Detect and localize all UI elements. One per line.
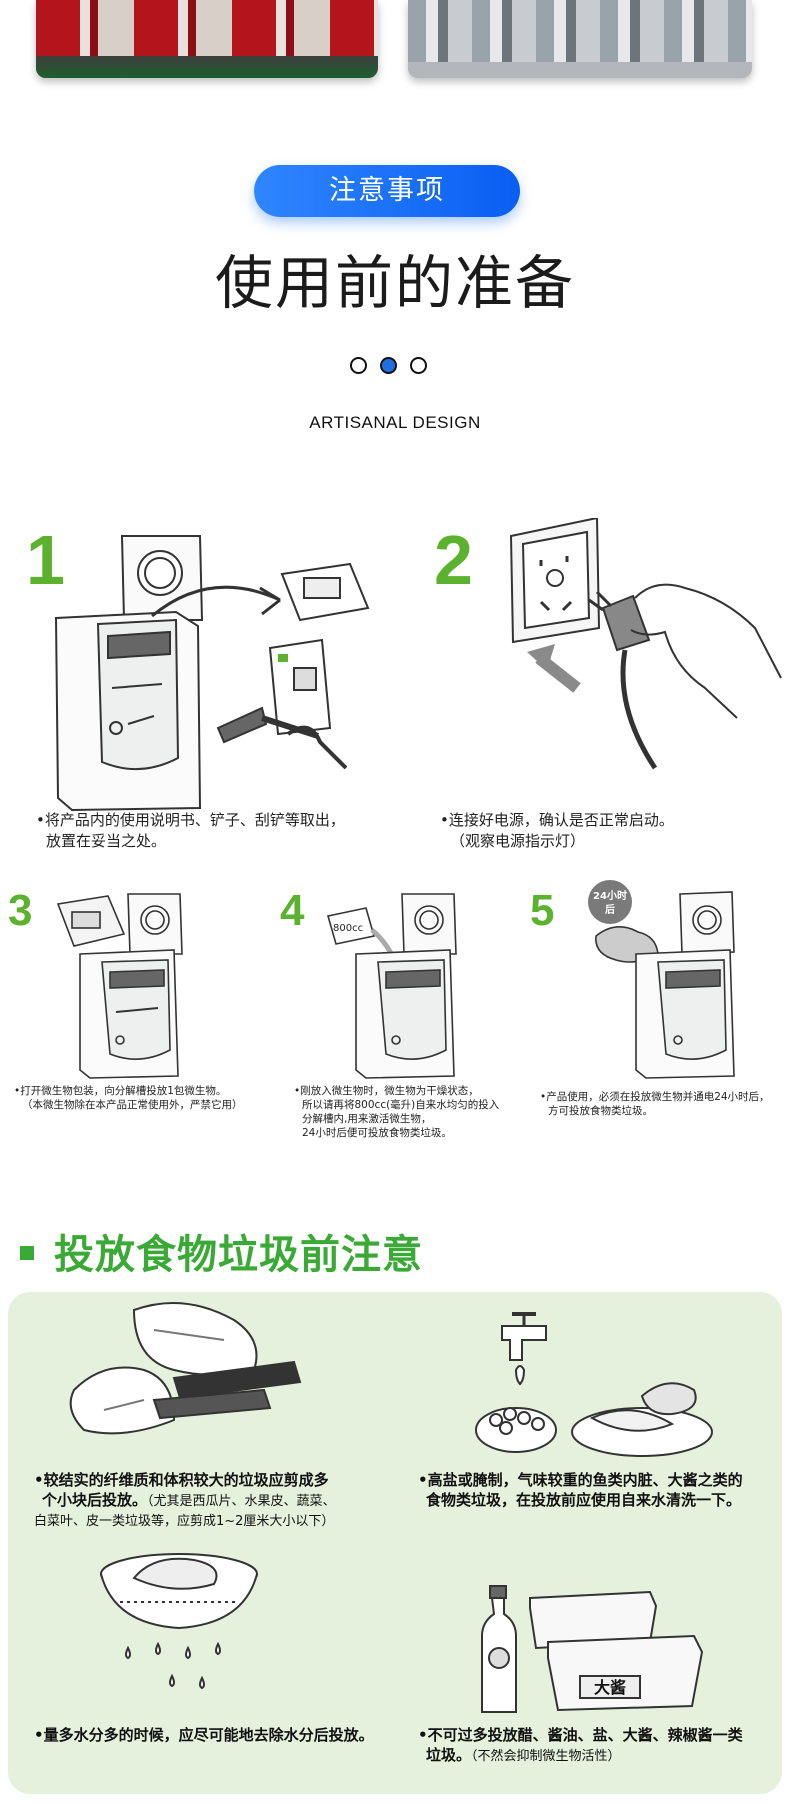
notice-badge: 注意事项 <box>254 165 520 217</box>
step-3-illustration <box>56 893 183 1079</box>
factory-photo-left <box>36 0 378 78</box>
step-2-caption-line-1: •连接好电源，确认是否正常启动。 <box>440 811 674 829</box>
note-2-line-2: 食物类垃圾，在投放前应使用自来水清洗一下。 <box>426 1491 742 1509</box>
note-1-line-1: •较结实的纤维质和体积较大的垃圾应剪成多 <box>34 1471 329 1489</box>
step-4-caption-line-4: 24小时后便可投放食物类垃圾。 <box>302 1127 452 1139</box>
step-4-caption: •刚放入微生物时，微生物为干燥状态， 所以请再将800cc(毫升)自来水均匀的投… <box>294 1084 499 1140</box>
step-4-caption-line-2: 所以请再将800cc(毫升)自来水均匀的投入 <box>302 1099 500 1111</box>
page-subtitle: ARTISANAL DESIGN <box>309 413 481 432</box>
green-square-bullet <box>20 1246 34 1260</box>
step-5-illustration: 24小时 后 <box>588 880 735 1079</box>
step-2-caption: •连接好电源，确认是否正常启动。 （观察电源指示灯） <box>440 810 674 852</box>
step-4-caption-line-1: •刚放入微生物时，微生物为干燥状态， <box>294 1085 479 1097</box>
note-4-line-1: •不可过多投放醋、酱油、盐、大酱、辣椒酱一类 <box>418 1726 743 1744</box>
step-4-cup-label: 800cc <box>333 923 363 934</box>
note-1-detail-line-3: 白菜叶、皮一类垃圾等，应剪成1~2厘米大小以下） <box>34 1514 335 1529</box>
note-1-illustration <box>69 1301 302 1435</box>
step-1-number: 1 <box>26 521 65 599</box>
note-3-line-1: •量多水分多的时候，应尽可能地去除水分后投放。 <box>34 1726 374 1744</box>
step-2-illustration <box>509 518 782 770</box>
step-1-caption-line-1: •将产品内的使用说明书、铲子、刮铲等取出， <box>36 811 345 829</box>
step-1-illustration <box>54 535 370 812</box>
dot-2-active <box>380 357 397 374</box>
step-1-caption-line-2: 放置在妥当之处。 <box>46 832 167 850</box>
note-4-illustration: 大酱 <box>481 1585 704 1713</box>
dot-3 <box>410 357 427 374</box>
note-2-illustration <box>475 1312 713 1457</box>
note-4: •不可过多投放醋、酱油、盐、大酱、辣椒酱一类 垃圾。（不然会抑制微生物活性） <box>418 1725 743 1767</box>
step-2-number: 2 <box>434 521 473 599</box>
step-3-caption-line-2: （本微生物除在本产品正常使用外，严禁它用） <box>22 1099 243 1111</box>
carousel-dots <box>350 357 440 375</box>
note-4-line-2: 垃圾。 <box>426 1746 472 1764</box>
factory-photo-right <box>408 0 752 78</box>
step-5-caption-line-2: 方可投放食物类垃圾。 <box>548 1105 653 1117</box>
note-3: •量多水分多的时候，应尽可能地去除水分后投放。 <box>34 1725 374 1745</box>
note-1-detail: （尤其是西瓜片、水果皮、蔬菜、 <box>147 1494 336 1509</box>
dot-1 <box>350 357 367 374</box>
step-3-caption: •打开微生物包装，向分解槽投放1包微生物。 （本微生物除在本产品正常使用外，严禁… <box>14 1084 243 1112</box>
note-3-illustration <box>100 1553 258 1690</box>
step-3-number: 3 <box>8 886 33 935</box>
note-1: •较结实的纤维质和体积较大的垃圾应剪成多 个小块后投放。（尤其是西瓜片、水果皮、… <box>34 1470 336 1532</box>
wait-24h-badge-line-2: 后 <box>605 903 615 916</box>
step-2-caption-line-2: （观察电源指示灯） <box>450 832 586 850</box>
note-1-line-2: 个小块后投放。 <box>42 1491 148 1509</box>
step-3-caption-line-1: •打开微生物包装，向分解槽投放1包微生物。 <box>14 1085 227 1097</box>
notes-section-title-text: 投放食物垃圾前注意 <box>54 1232 423 1278</box>
step-5-number: 5 <box>530 886 555 935</box>
step-4-caption-line-3: 分解槽内,用来激活微生物， <box>302 1113 432 1125</box>
step-4-illustration: 800cc <box>326 893 457 1079</box>
note-2-line-1: •高盐或腌制，气味较重的鱼类内脏、大酱之类的 <box>418 1471 743 1489</box>
step-5-caption-line-1: •产品使用，必须在投放微生物并通电24小时后， <box>540 1091 770 1103</box>
page-title: 使用前的准备 <box>214 249 575 317</box>
step-4-number: 4 <box>280 886 305 935</box>
soybean-paste-label: 大酱 <box>594 1678 626 1697</box>
step-5-caption: •产品使用，必须在投放微生物并通电24小时后， 方可投放食物类垃圾。 <box>540 1090 770 1118</box>
wait-24h-badge-line-1: 24小时 <box>593 889 627 902</box>
notes-section-title: 投放食物垃圾前注意 <box>20 1222 423 1280</box>
wait-24h-badge <box>588 880 632 924</box>
note-2: •高盐或腌制，气味较重的鱼类内脏、大酱之类的 食物类垃圾，在投放前应使用自来水清… <box>418 1470 743 1510</box>
step-1-caption: •将产品内的使用说明书、铲子、刮铲等取出， 放置在妥当之处。 <box>36 810 345 852</box>
note-4-detail: （不然会抑制微生物活性） <box>471 1749 621 1764</box>
